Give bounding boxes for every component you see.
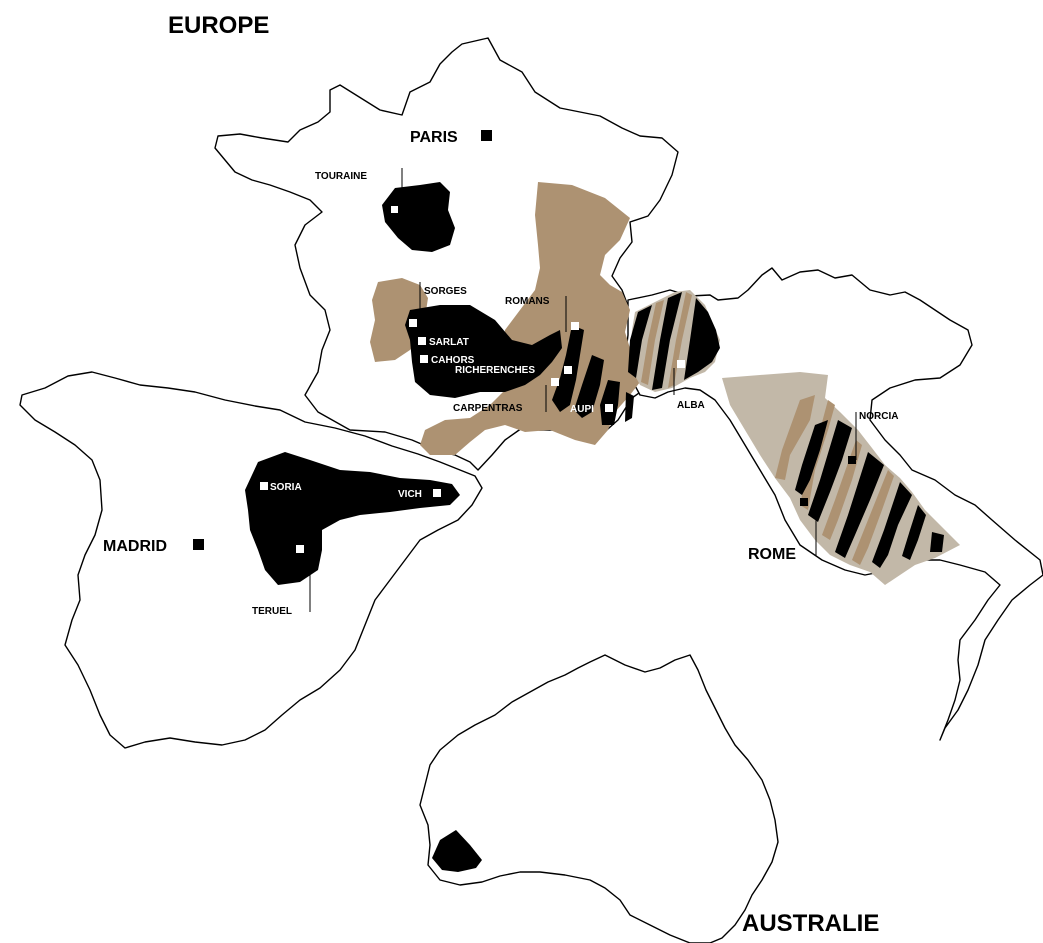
black-stripe-italy-6 bbox=[930, 532, 944, 552]
label-romans: ROMANS bbox=[505, 296, 550, 307]
black-stripe-piedmont-1 bbox=[628, 305, 652, 378]
label-sorges: SORGES bbox=[424, 286, 467, 297]
black-stripe-provence-2 bbox=[574, 355, 604, 418]
marker-vich bbox=[433, 489, 441, 497]
marker-touraine bbox=[391, 206, 398, 213]
marker-norcia bbox=[848, 456, 856, 464]
label-carpentras: CARPENTRAS bbox=[453, 403, 523, 414]
black-stripe-provence-3 bbox=[600, 380, 620, 425]
black-stripe-italy-4 bbox=[872, 482, 912, 568]
marker-aupi bbox=[605, 404, 613, 412]
marker-sorges bbox=[409, 319, 417, 327]
marker-teruel bbox=[296, 545, 304, 553]
spain-outline bbox=[19, 371, 483, 749]
tan-stripe-italy-3 bbox=[822, 440, 862, 540]
tan-stripe-italy-1 bbox=[775, 395, 815, 480]
marker-rome bbox=[800, 498, 808, 506]
label-paris: PARIS bbox=[410, 129, 458, 146]
tan-stripe-piedmont-2 bbox=[668, 292, 692, 388]
black-stripe-italy-3 bbox=[835, 452, 884, 558]
label-teruel: TERUEL bbox=[252, 606, 292, 617]
marker-madrid bbox=[193, 539, 204, 550]
australia-outline bbox=[419, 654, 779, 943]
label-alba: ALBA bbox=[677, 400, 705, 411]
marker-paris bbox=[481, 130, 492, 141]
marker-sarlat bbox=[418, 337, 426, 345]
black-stripe-piedmont-2 bbox=[652, 292, 682, 390]
grey-region-central-italy bbox=[722, 372, 960, 585]
tan-stripe-italy-4 bbox=[852, 470, 894, 565]
label-touraine: TOURAINE bbox=[315, 171, 367, 182]
black-region-touraine bbox=[382, 182, 455, 252]
black-stripe-italy-5 bbox=[902, 505, 926, 560]
black-stripe-piedmont-3 bbox=[684, 298, 720, 380]
label-vich: VICH bbox=[398, 489, 422, 500]
label-aupi: AUPI bbox=[570, 404, 594, 415]
black-region-perigord-quercy bbox=[405, 305, 562, 398]
black-stripe-italy-1 bbox=[795, 420, 828, 495]
marker-soria bbox=[260, 482, 268, 490]
tan-stripe-piedmont-1 bbox=[641, 300, 664, 385]
label-richerenches: RICHERENCHES bbox=[455, 365, 535, 376]
title-europe: EUROPE bbox=[168, 12, 269, 39]
black-stripe-italy-2 bbox=[808, 420, 852, 522]
marker-alba bbox=[677, 360, 685, 368]
label-rome: ROME bbox=[748, 546, 796, 563]
marker-cahors bbox=[420, 355, 428, 363]
marker-romans bbox=[571, 322, 579, 330]
label-soria: SORIA bbox=[270, 482, 302, 493]
black-region-western-australia bbox=[432, 830, 482, 872]
label-madrid: MADRID bbox=[103, 538, 167, 555]
marker-carpentras bbox=[551, 378, 559, 386]
label-norcia: NORCIA bbox=[859, 411, 898, 422]
label-cahors: CAHORS bbox=[431, 355, 475, 366]
label-sarlat: SARLAT bbox=[429, 337, 469, 348]
marker-richerenches bbox=[564, 366, 572, 374]
black-stripe-provence-4 bbox=[625, 392, 634, 422]
title-australia: AUSTRALIE bbox=[742, 910, 879, 937]
